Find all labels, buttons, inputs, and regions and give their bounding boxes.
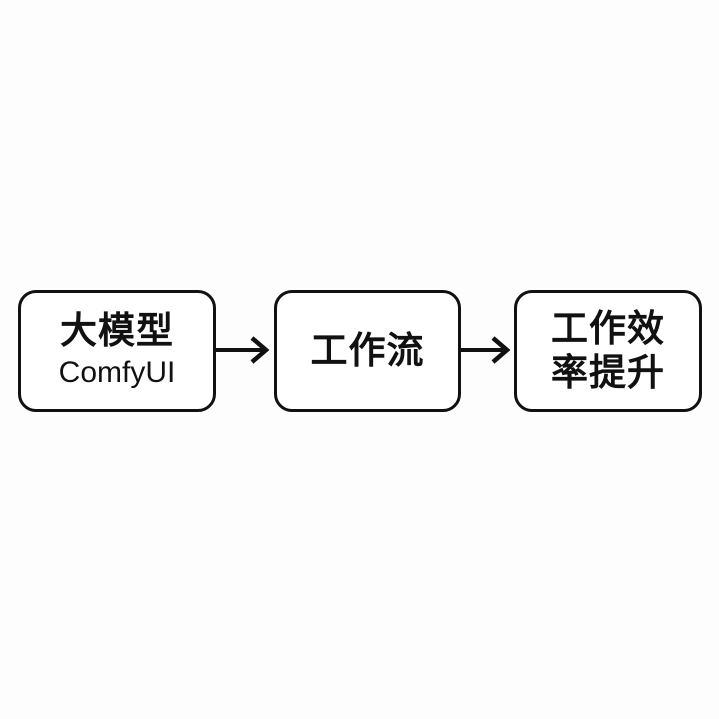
node-title: 工作流 [310,329,425,372]
node-title: 大模型 [60,309,174,352]
arrow-icon [461,336,511,364]
node-llm-comfyui: 大模型 ComfyUI [18,290,216,412]
arrow-icon [216,336,270,364]
node-workflow: 工作流 [274,290,461,412]
node-subtitle: ComfyUI [58,356,176,389]
node-efficiency: 工作效 率提升 [514,290,702,412]
node-title-line1: 工作效 [551,307,665,350]
node-title-line2: 率提升 [551,351,665,394]
